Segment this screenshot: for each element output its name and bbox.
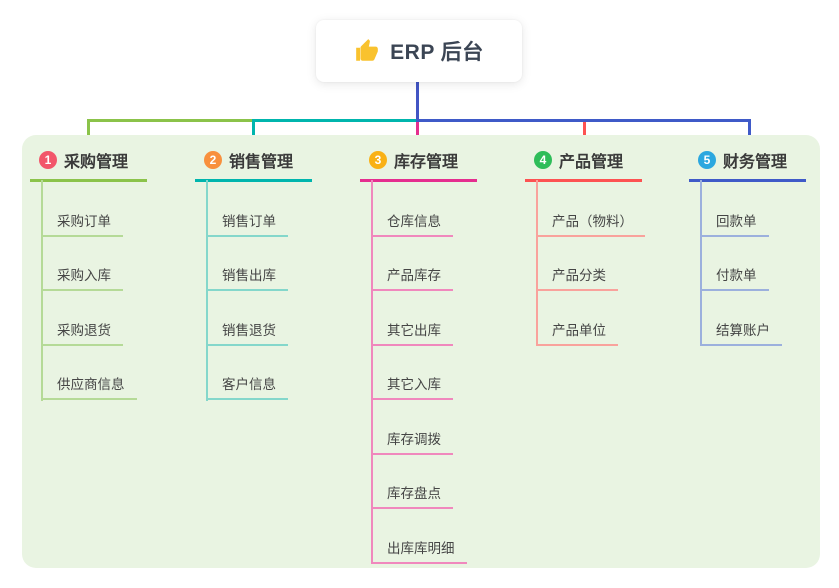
branch-finance-children: 回款单 付款单 结算账户 <box>689 180 819 346</box>
child-node[interactable]: 付款单 <box>700 264 769 291</box>
root-title: ERP 后台 <box>390 41 484 64</box>
trunk-line <box>700 180 702 346</box>
branch-number-badge: 1 <box>39 151 57 169</box>
bus-line-finance <box>416 119 751 122</box>
branch-finance-header[interactable]: 5 财务管理 <box>689 148 806 182</box>
branch-purchase-children: 采购订单 采购入库 采购退货 供应商信息 <box>30 180 160 401</box>
branch-finance: 5 财务管理 回款单 付款单 结算账户 <box>689 148 819 346</box>
drop-line-finance <box>748 119 751 147</box>
branch-sales: 2 销售管理 销售订单 销售出库 销售退货 客户信息 <box>195 148 325 401</box>
branch-label: 采购管理 <box>64 154 129 171</box>
trunk-line <box>371 180 373 564</box>
branch-label: 销售管理 <box>229 154 294 171</box>
child-node[interactable]: 产品（物料） <box>536 210 645 237</box>
child-node[interactable]: 库存盘点 <box>371 482 453 509</box>
child-node[interactable]: 产品分类 <box>536 264 618 291</box>
drop-line-product <box>583 122 586 147</box>
root-connector-line <box>416 82 419 120</box>
child-node[interactable]: 其它出库 <box>371 319 453 346</box>
root-node[interactable]: ERP 后台 <box>316 20 522 82</box>
trunk-line <box>536 180 538 346</box>
trunk-line <box>206 180 208 401</box>
child-node[interactable]: 仓库信息 <box>371 210 453 237</box>
child-node[interactable]: 产品库存 <box>371 264 453 291</box>
branch-number-badge: 4 <box>534 151 552 169</box>
drop-line-inventory <box>416 122 419 147</box>
branch-number-badge: 2 <box>204 151 222 169</box>
branch-inventory-header[interactable]: 3 库存管理 <box>360 148 477 182</box>
child-node[interactable]: 产品单位 <box>536 319 618 346</box>
branch-inventory-children: 仓库信息 产品库存 其它出库 其它入库 库存调拨 库存盘点 出库库明细 <box>360 180 490 564</box>
child-node[interactable]: 采购订单 <box>41 210 123 237</box>
child-node[interactable]: 结算账户 <box>700 319 782 346</box>
branch-number-badge: 3 <box>369 151 387 169</box>
bus-line-sales <box>252 119 418 122</box>
child-node[interactable]: 采购退货 <box>41 319 123 346</box>
branch-purchase-header[interactable]: 1 采购管理 <box>30 148 147 182</box>
child-node[interactable]: 销售订单 <box>206 210 288 237</box>
branch-label: 产品管理 <box>559 154 624 171</box>
branch-product-header[interactable]: 4 产品管理 <box>525 148 642 182</box>
child-node[interactable]: 回款单 <box>700 210 769 237</box>
branch-sales-children: 销售订单 销售出库 销售退货 客户信息 <box>195 180 325 401</box>
branch-number-badge: 5 <box>698 151 716 169</box>
child-node[interactable]: 客户信息 <box>206 373 288 400</box>
child-node[interactable]: 出库库明细 <box>371 537 467 564</box>
branch-inventory: 3 库存管理 仓库信息 产品库存 其它出库 其它入库 库存调拨 库存盘点 出库库… <box>360 148 490 564</box>
child-node[interactable]: 销售退货 <box>206 319 288 346</box>
branch-product-children: 产品（物料） 产品分类 产品单位 <box>525 180 655 346</box>
branch-purchase: 1 采购管理 采购订单 采购入库 采购退货 供应商信息 <box>30 148 160 401</box>
drop-line-sales <box>252 119 255 147</box>
branches-panel <box>22 135 820 568</box>
branch-sales-header[interactable]: 2 销售管理 <box>195 148 312 182</box>
child-node[interactable]: 销售出库 <box>206 264 288 291</box>
child-node[interactable]: 采购入库 <box>41 264 123 291</box>
child-node[interactable]: 供应商信息 <box>41 373 137 400</box>
thumbs-up-icon <box>356 39 379 61</box>
trunk-line <box>41 180 43 401</box>
child-node[interactable]: 其它入库 <box>371 373 453 400</box>
branch-label: 库存管理 <box>394 154 459 171</box>
drop-line-purchase <box>87 119 90 147</box>
branch-product: 4 产品管理 产品（物料） 产品分类 产品单位 <box>525 148 655 346</box>
branch-label: 财务管理 <box>723 154 788 171</box>
child-node[interactable]: 库存调拨 <box>371 428 453 455</box>
